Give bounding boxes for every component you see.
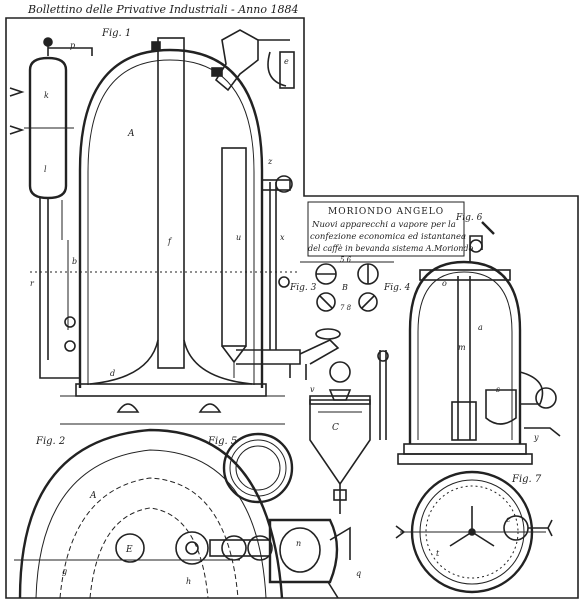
part-letter-t: t [436,549,440,558]
part-letter-s: s [496,385,500,394]
part-letter-o: o [442,279,447,288]
title-block: MORIONDO ANGELO Nuovi apparecchi a vapor… [307,201,474,257]
fig2-label: Fig. 2 [35,436,65,447]
fig5-rings-drawing [222,432,294,504]
fig3-fig4-valves-drawing [300,261,394,312]
fig1-boiler-drawing [9,29,341,425]
fig6-small-machine-drawing [377,221,561,465]
part-letter-c: c [506,515,511,524]
part-letter-g: g [62,567,67,576]
part-letter-k: k [44,91,49,100]
part-letter-y: y [533,433,539,442]
part-letter-z: z [267,157,273,166]
part-letter-r: r [30,279,35,288]
filter-funnel-drawing [309,361,371,514]
part-letter-C: C [332,423,339,433]
small-number-78: 7 8 [340,304,352,312]
part-letter-l: l [44,165,47,174]
part-letter-m: m [458,343,466,352]
sheet-outline [5,17,579,599]
part-letter-A-fig1: A [127,129,135,139]
title-line-3: del caffè in bevanda sistema A.Moriondo [308,244,474,253]
part-letter-p: p [70,41,75,50]
part-letter-B: B [341,283,348,292]
part-letter-q: q [356,569,361,578]
part-letter-v: v [310,385,315,394]
small-number-56: 5 6 [340,256,352,264]
fig2-base-plan-drawing [14,428,284,599]
sheet-header: Bollettino delle Privative Industriali -… [27,3,298,16]
fig4-label: Fig. 4 [383,283,411,293]
part-letter-b: b [72,257,77,266]
fig7-label: Fig. 7 [511,474,542,485]
part-letter-a: a [478,323,483,332]
title-line-1: Nuovi apparecchi a vapore per la [311,220,456,230]
part-letter-E: E [125,545,133,555]
part-letter-x: x [280,233,285,242]
fig6-label: Fig. 6 [455,213,483,223]
fig1-label: Fig. 1 [101,28,131,39]
part-letter-h: h [186,577,191,586]
fig3-label: Fig. 3 [289,283,317,293]
title-line-2: confezione economica ed istantanea [310,232,466,242]
fig5-label: Fig. 5 [207,436,237,447]
part-letter-A-fig2: A [89,491,97,501]
part-letter-f: f [167,237,173,246]
fig7-round-plan-drawing [395,470,553,594]
lower-valve-assembly-drawing [175,518,351,599]
part-letter-e: e [284,57,289,66]
part-letter-n: n [296,539,301,548]
part-letter-u: u [236,233,241,242]
inventor-name: MORIONDO ANGELO [328,207,444,217]
part-letter-d: d [110,369,115,378]
